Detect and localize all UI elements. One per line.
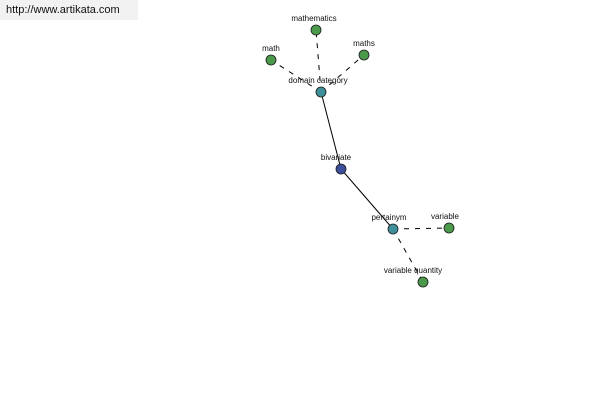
edge-bivariate-domain_category [320,91,342,170]
node-math[interactable] [265,54,277,66]
node-mathematics[interactable] [310,24,322,36]
node-pertainym[interactable] [387,223,399,235]
source-url-label[interactable]: http://www.artikata.com [0,0,138,20]
node-label-mathematics[interactable]: mathematics [291,14,336,23]
node-variable[interactable] [443,222,455,234]
node-label-maths[interactable]: maths [353,39,375,48]
edge-domain_category-maths [320,54,365,93]
node-label-variable_quantity[interactable]: variable quantity [384,266,442,275]
label-layer: bivariate domain category pertainym mathema… [262,14,459,275]
node-domain_category[interactable] [315,86,327,98]
node-bivariate[interactable] [335,163,347,175]
edge-pertainym-variable [392,227,450,230]
node-label-domain_category[interactable]: domain category [288,76,347,85]
node-label-variable[interactable]: variable [431,212,460,221]
edge-bivariate-pertainym [340,168,394,230]
node-label-pertainym[interactable]: pertainym [371,213,406,222]
node-variable_quantity[interactable] [417,276,429,288]
node-layer [265,24,455,288]
node-label-math[interactable]: math [262,44,280,53]
node-maths[interactable] [358,49,370,61]
node-label-bivariate[interactable]: bivariate [321,153,352,162]
edge-layer [270,29,450,283]
